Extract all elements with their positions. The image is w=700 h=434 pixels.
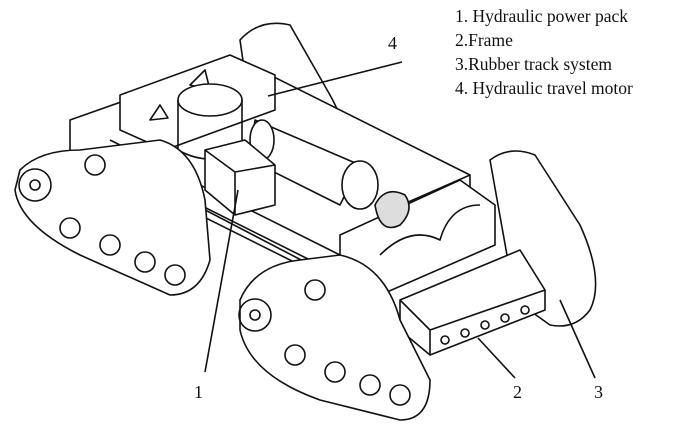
callout-2: 2 — [513, 382, 522, 402]
front-right-track — [239, 254, 431, 421]
leader-line-4 — [267, 61, 403, 97]
legend-item-rubber-track: 3.Rubber track system — [455, 54, 612, 74]
leader-line-3 — [559, 299, 596, 379]
front-left-track — [14, 139, 211, 296]
tank-top — [177, 83, 243, 117]
legend-item-frame: 2.Frame — [455, 30, 513, 50]
callout-1: 1 — [194, 382, 203, 402]
legend: 1. Hydraulic power pack 2.Frame 3.Rubber… — [455, 4, 633, 100]
callout-4: 4 — [388, 33, 397, 53]
legend-item-power-pack: 1. Hydraulic power pack — [455, 6, 628, 26]
leader-line-1 — [204, 189, 239, 373]
power-pack-box — [204, 139, 276, 216]
callout-3: 3 — [594, 382, 603, 402]
legend-item-travel-motor: 4. Hydraulic travel motor — [455, 78, 633, 98]
leader-line-2 — [477, 337, 516, 379]
travel-motor — [374, 190, 410, 229]
